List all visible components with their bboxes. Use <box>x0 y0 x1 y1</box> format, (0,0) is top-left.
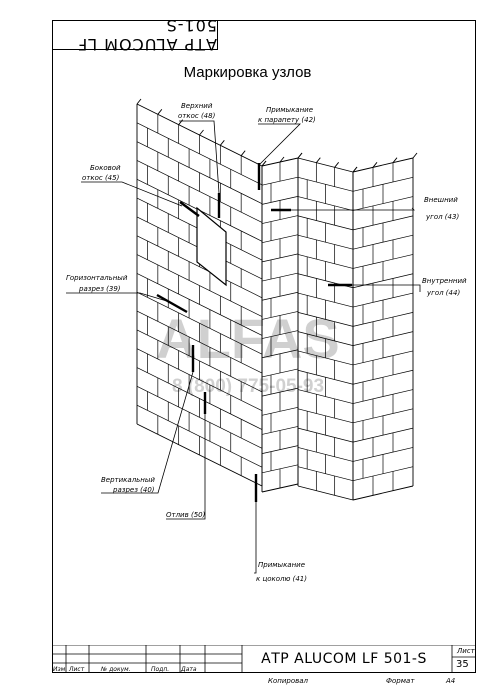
col-data: Дата <box>181 666 197 673</box>
label-vnutr-2: угол (44) <box>426 289 460 297</box>
label-otliv: Отлив (50) <box>166 511 206 519</box>
label-vneshniy-1: Внешний <box>424 196 458 204</box>
label-bokovoy-2: откос (45) <box>82 174 120 182</box>
label-vert-2: разрез (40) <box>112 486 155 494</box>
title-block-grid <box>52 645 476 673</box>
page-title: Маркировка узлов <box>183 64 312 81</box>
label-vneshniy-2: угол (43) <box>425 213 459 221</box>
sheet-number: 35 <box>456 659 469 670</box>
label-horiz-1: Горизонтальный <box>66 274 128 282</box>
label-vert-1: Вертикальный <box>101 476 155 484</box>
title-block: Изм. Лист № докум. Подп. Дата АТР ALUCOM… <box>52 645 476 673</box>
label-horiz-2: разрез (39) <box>78 285 121 293</box>
label-verkhniy-1: Верхний <box>181 102 213 110</box>
col-izm: Изм. <box>53 666 68 673</box>
label-parapet-2: к парапету (42) <box>258 116 316 124</box>
window-opening <box>196 206 227 287</box>
footer-copied: Копировал <box>268 677 308 685</box>
col-doc: № докум. <box>101 666 131 673</box>
footer-format-value: А4 <box>446 677 456 685</box>
watermark-brand: ALFAS <box>156 307 340 370</box>
footer-format-label: Формат <box>386 677 415 685</box>
label-parapet-1: Примыкание <box>266 106 313 114</box>
node-markers <box>156 163 352 502</box>
marker-horizontal-razrez <box>156 293 188 314</box>
sheet-label: Лист <box>457 647 475 655</box>
label-cokol-2: к цоколю (41) <box>256 575 307 583</box>
label-vnutr-1: Внутренний <box>422 277 467 285</box>
col-list: Лист <box>69 666 85 673</box>
leader-lines <box>66 120 421 574</box>
label-bokovoy-1: Боковой <box>90 164 121 172</box>
label-verkhniy-2: откос (48) <box>178 112 216 120</box>
marker-bokovoy-otkos <box>179 201 200 217</box>
col-podp: Подп. <box>151 666 170 673</box>
watermark-phone: 8 (800) 775-05-93 <box>172 376 324 397</box>
facade-panels <box>136 98 418 501</box>
label-cokol-1: Примыкание <box>258 561 305 569</box>
drawing-frame <box>52 20 476 673</box>
doc-title: АТР ALUCOM LF 501-S <box>261 651 427 667</box>
